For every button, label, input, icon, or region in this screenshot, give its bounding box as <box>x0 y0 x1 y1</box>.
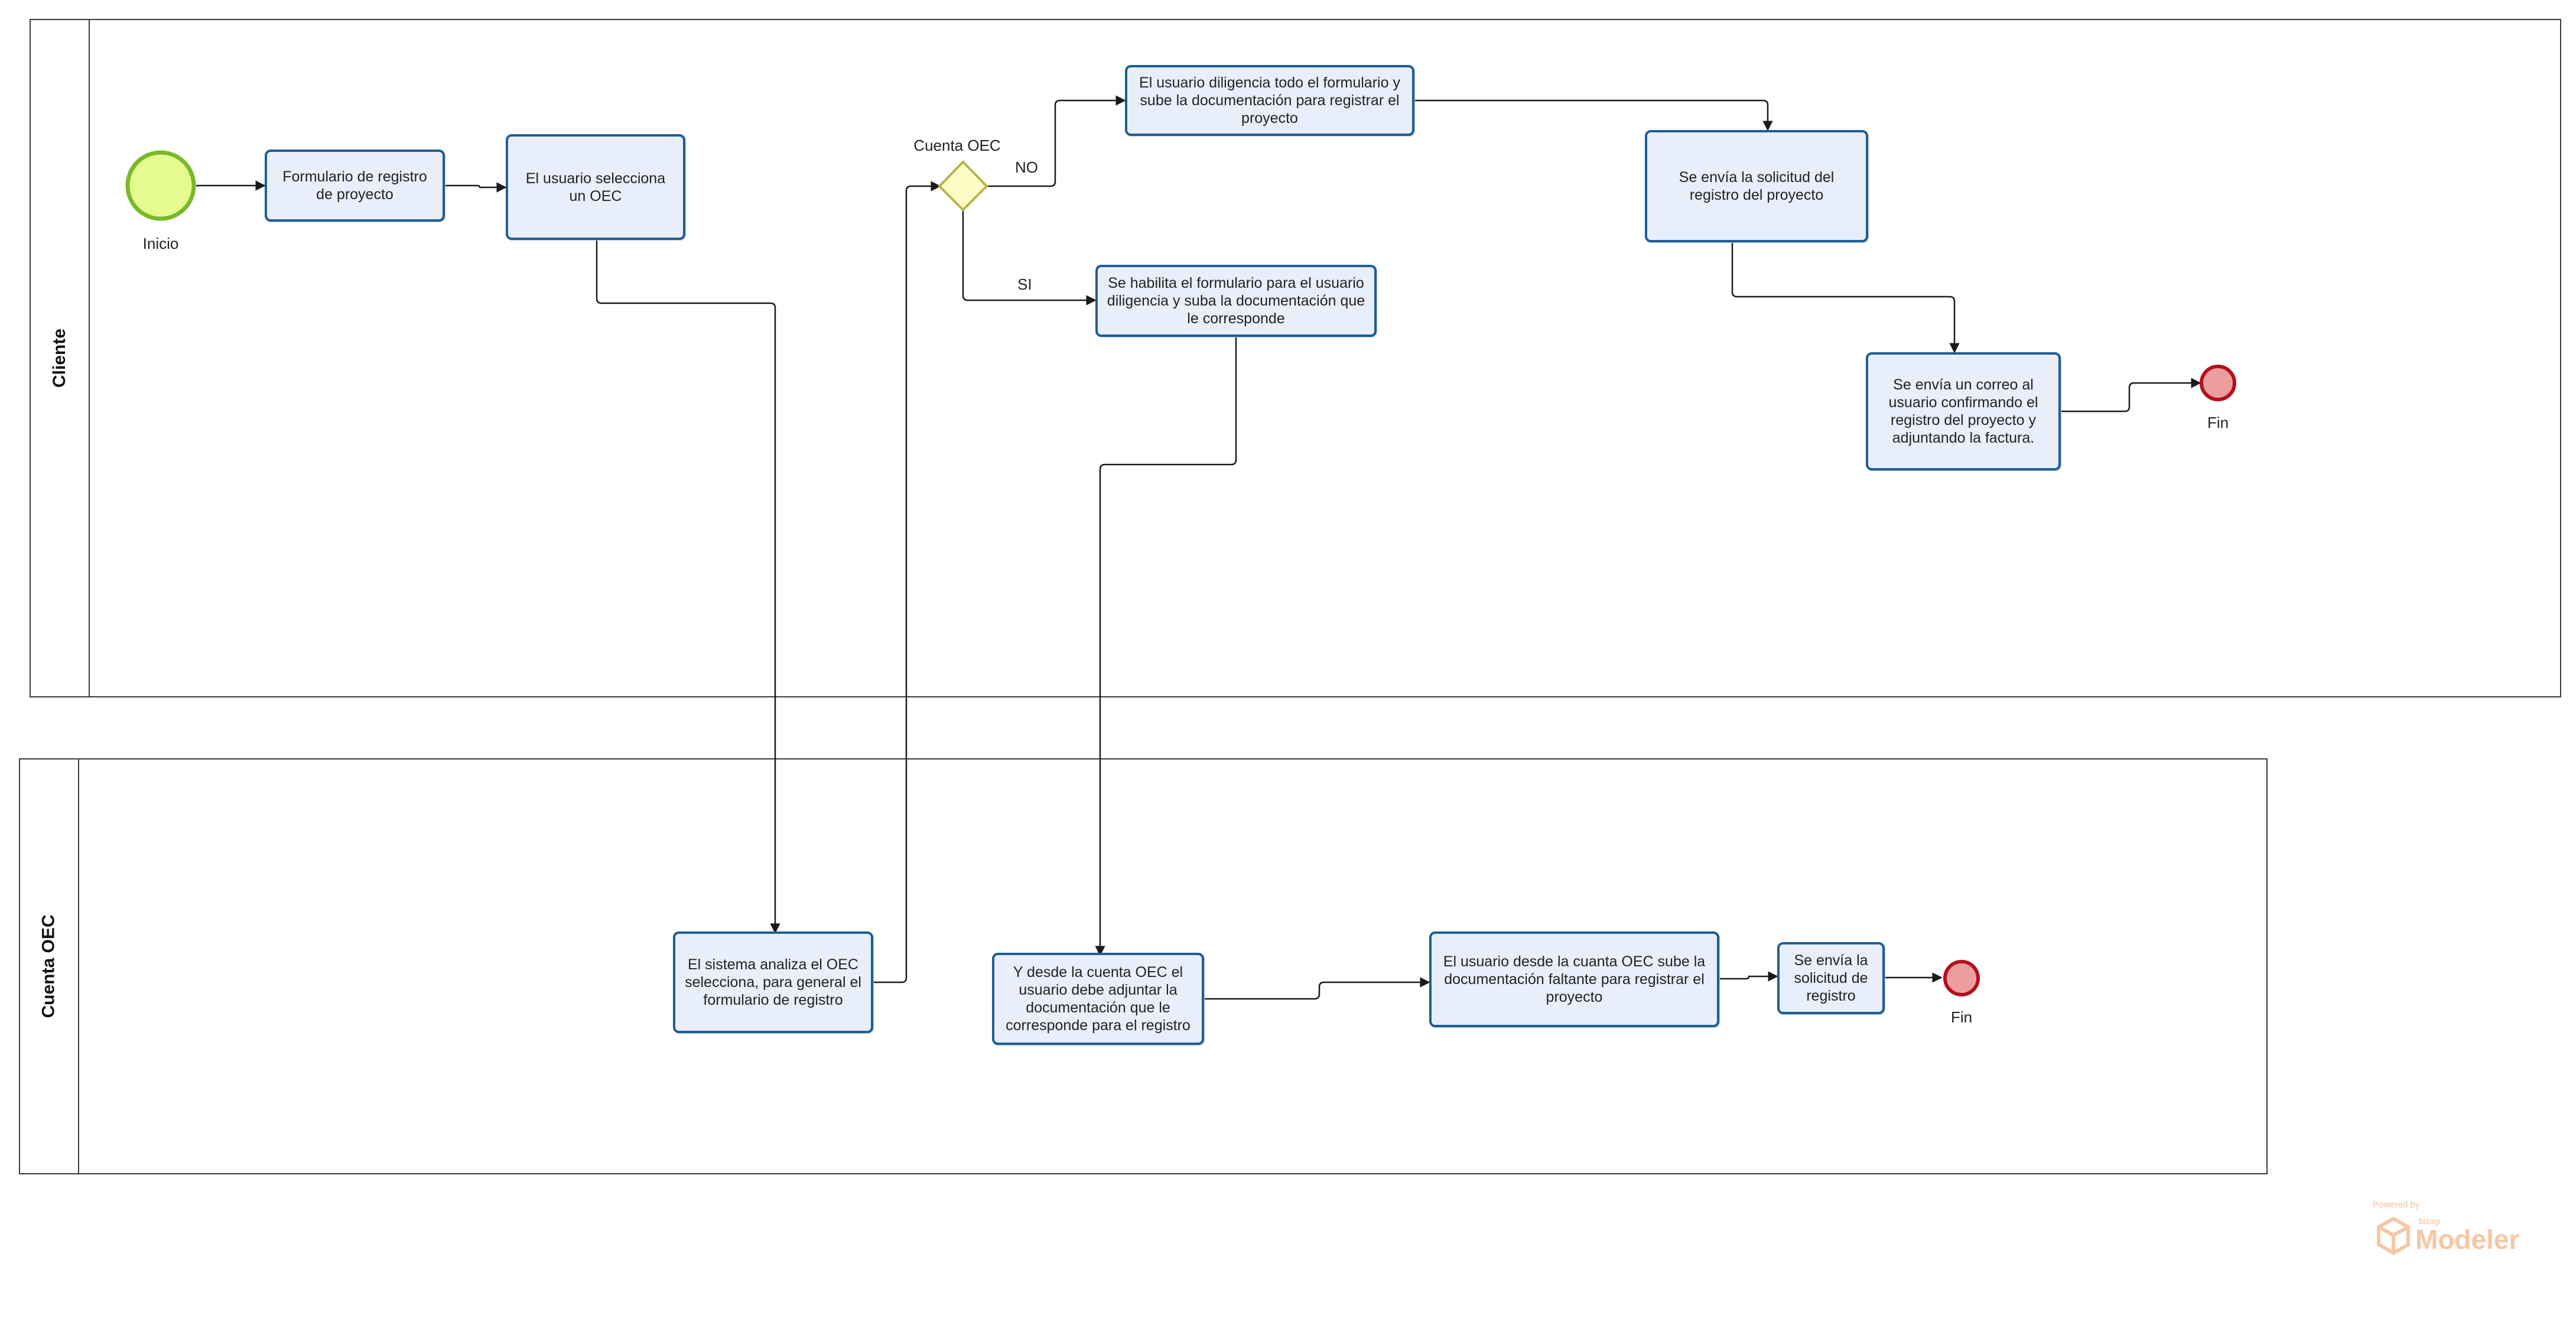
flow-correo-to-fin <box>2061 378 2201 413</box>
task-envia-correo-confirmacion[interactable]: Se envía un correo al usuario confirmand… <box>1866 352 2061 470</box>
flow-diligencia-to-envia-solicitud <box>1414 99 1773 131</box>
start-event[interactable] <box>125 150 196 221</box>
bizagi-modeler-watermark: Powered by bizagi Modeler <box>2369 1200 2535 1259</box>
gateway-branch-no-label: NO <box>1015 158 1038 176</box>
flow-habilita-to-cuenta <box>1095 337 1237 956</box>
task-usuario-selecciona-oec[interactable]: El usuario selecciona un OEC <box>506 134 685 240</box>
watermark-powered-by: Powered by <box>2373 1200 2420 1210</box>
task-habilita-formulario[interactable]: Se habilita el formulario para el usuari… <box>1095 265 1377 337</box>
pool-cliente-header: Cliente <box>31 20 90 696</box>
start-event-label: Inicio <box>142 235 179 252</box>
flow-gateway-si <box>962 210 1097 306</box>
end-event-cliente-label: Fin <box>2207 414 2229 431</box>
watermark-product: Modeler <box>2415 1224 2520 1255</box>
flow-selecciona-to-sistema <box>596 240 780 934</box>
watermark-vendor: bizagi <box>2419 1216 2441 1226</box>
flow-formulario-to-selecciona <box>445 182 507 193</box>
flow-sistema-to-gateway <box>873 181 941 983</box>
flow-envia-solicitud-to-correo <box>1731 242 1960 353</box>
gateway-label: Cuenta OEC <box>913 137 1001 154</box>
end-event-cuenta-oec[interactable] <box>1943 960 1980 996</box>
pool-cuenta-oec-header: Cuenta OEC <box>20 759 79 1173</box>
exclusive-gateway[interactable] <box>938 160 988 212</box>
task-sube-documentacion-faltante[interactable]: El usuario desde la cuanta OEC sube la d… <box>1429 931 1719 1027</box>
task-envia-solicitud-registro[interactable]: Se envía la solicitud de registro <box>1777 942 1885 1014</box>
task-cuenta-oec-adjuntar[interactable]: Y desde la cuenta OEC el usuario debe ad… <box>992 953 1204 1045</box>
flow-faltante-to-envia-registro <box>1719 971 1778 982</box>
gateway-branch-si-label: SI <box>1017 275 1032 293</box>
task-sistema-analiza-oec[interactable]: El sistema analiza el OEC selecciona, pa… <box>673 931 873 1033</box>
end-event-cliente[interactable] <box>2200 365 2236 401</box>
flow-cuenta-to-faltante <box>1204 977 1430 1000</box>
task-formulario-registro[interactable]: Formulario de registro de proyecto <box>265 150 445 222</box>
modeler-logo-icon <box>2377 1216 2410 1255</box>
task-usuario-diligencia-todo[interactable]: El usuario diligencia todo el formulario… <box>1125 65 1414 136</box>
end-event-cuenta-oec-label: Fin <box>1950 1008 1973 1026</box>
flow-gateway-no <box>987 95 1126 187</box>
task-envia-solicitud-proyecto[interactable]: Se envía la solicitud del registro del p… <box>1645 130 1868 242</box>
